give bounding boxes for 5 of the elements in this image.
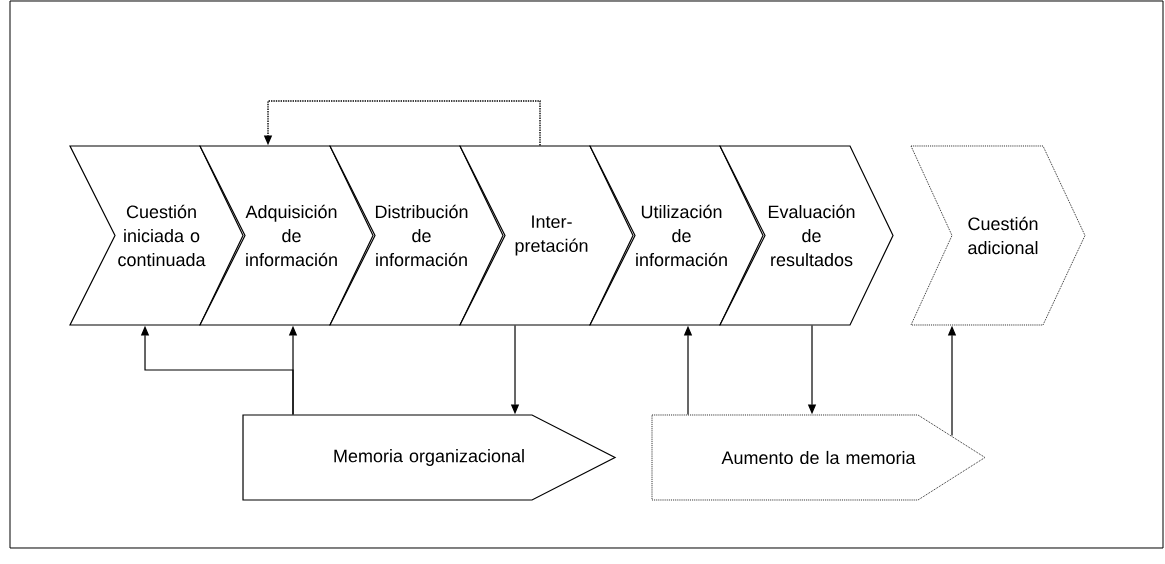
chevron-step: Cuestión iniciada o continuada bbox=[69, 145, 244, 326]
arrow-box: Aumento de la memoria bbox=[651, 414, 986, 501]
arrow-box: Memoria organizacional bbox=[242, 414, 617, 501]
chevron-step: Cuestión adicional bbox=[910, 145, 1086, 326]
chevron-step: Utilización de información bbox=[589, 145, 764, 326]
